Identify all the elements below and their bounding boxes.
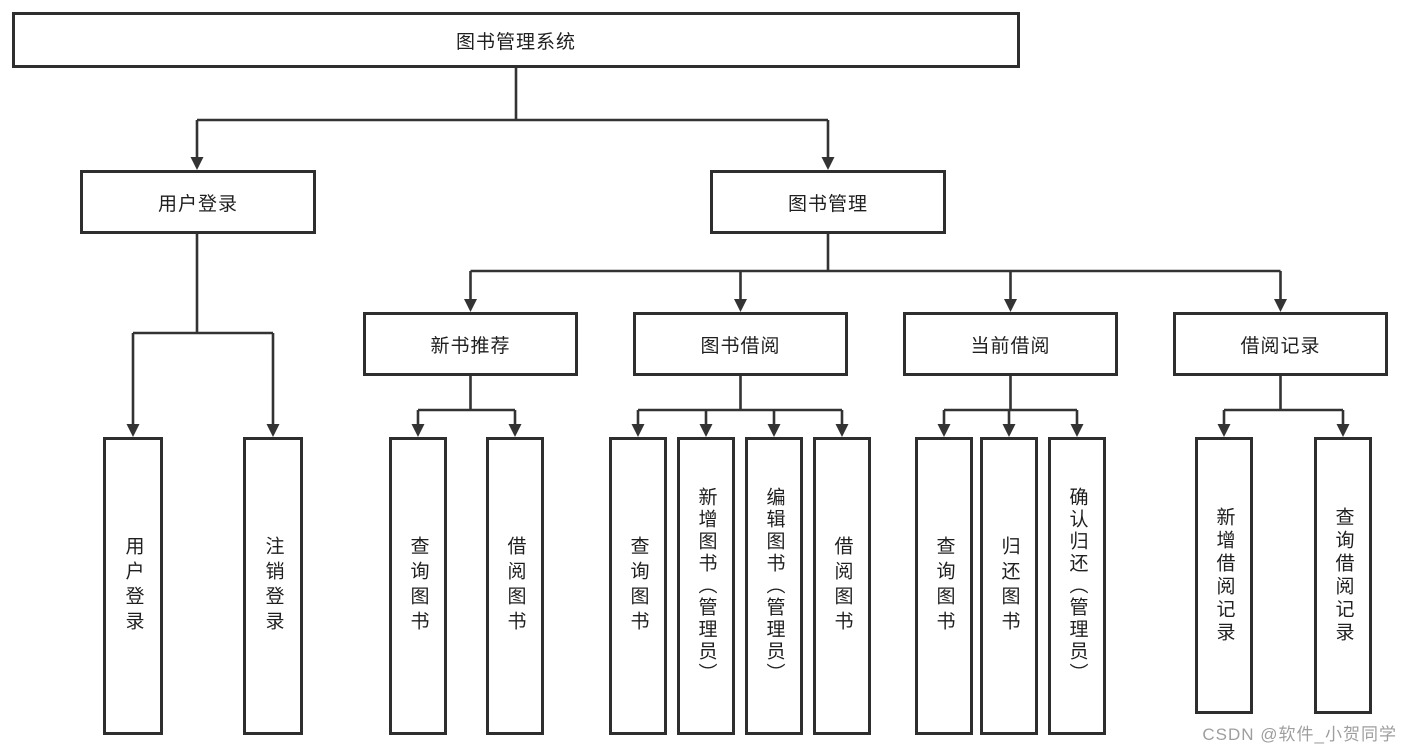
leaf-borrow-edit-books-admin: 编辑图书（管理员） (745, 437, 803, 735)
leaf-records-add-record: 新增借阅记录 (1195, 437, 1253, 714)
leaf-borrow-add-books-admin: 新增图书（管理员） (677, 437, 735, 735)
node-new-book-recommend: 新书推荐 (363, 312, 578, 376)
leaf-recommend-query-books: 查询图书 (389, 437, 447, 735)
node-current-borrow: 当前借阅 (903, 312, 1118, 376)
node-book-borrow: 图书借阅 (633, 312, 848, 376)
leaf-current-query-books: 查询图书 (915, 437, 973, 735)
leaf-recommend-borrow-books: 借阅图书 (486, 437, 544, 735)
leaf-user-login: 用户登录 (103, 437, 163, 735)
leaf-current-return-books: 归还图书 (980, 437, 1038, 735)
leaf-records-query-record: 查询借阅记录 (1314, 437, 1372, 714)
csdn-watermark: CSDN @软件_小贺同学 (1202, 725, 1397, 744)
leaf-borrow-query-books: 查询图书 (609, 437, 667, 735)
leaf-logout: 注销登录 (243, 437, 303, 735)
leaf-current-confirm-return-admin: 确认归还（管理员） (1048, 437, 1106, 735)
node-library-management-system: 图书管理系统 (12, 12, 1020, 68)
node-borrow-records: 借阅记录 (1173, 312, 1388, 376)
node-book-management: 图书管理 (710, 170, 946, 234)
node-user-login: 用户登录 (80, 170, 316, 234)
leaf-borrow-borrow-books: 借阅图书 (813, 437, 871, 735)
